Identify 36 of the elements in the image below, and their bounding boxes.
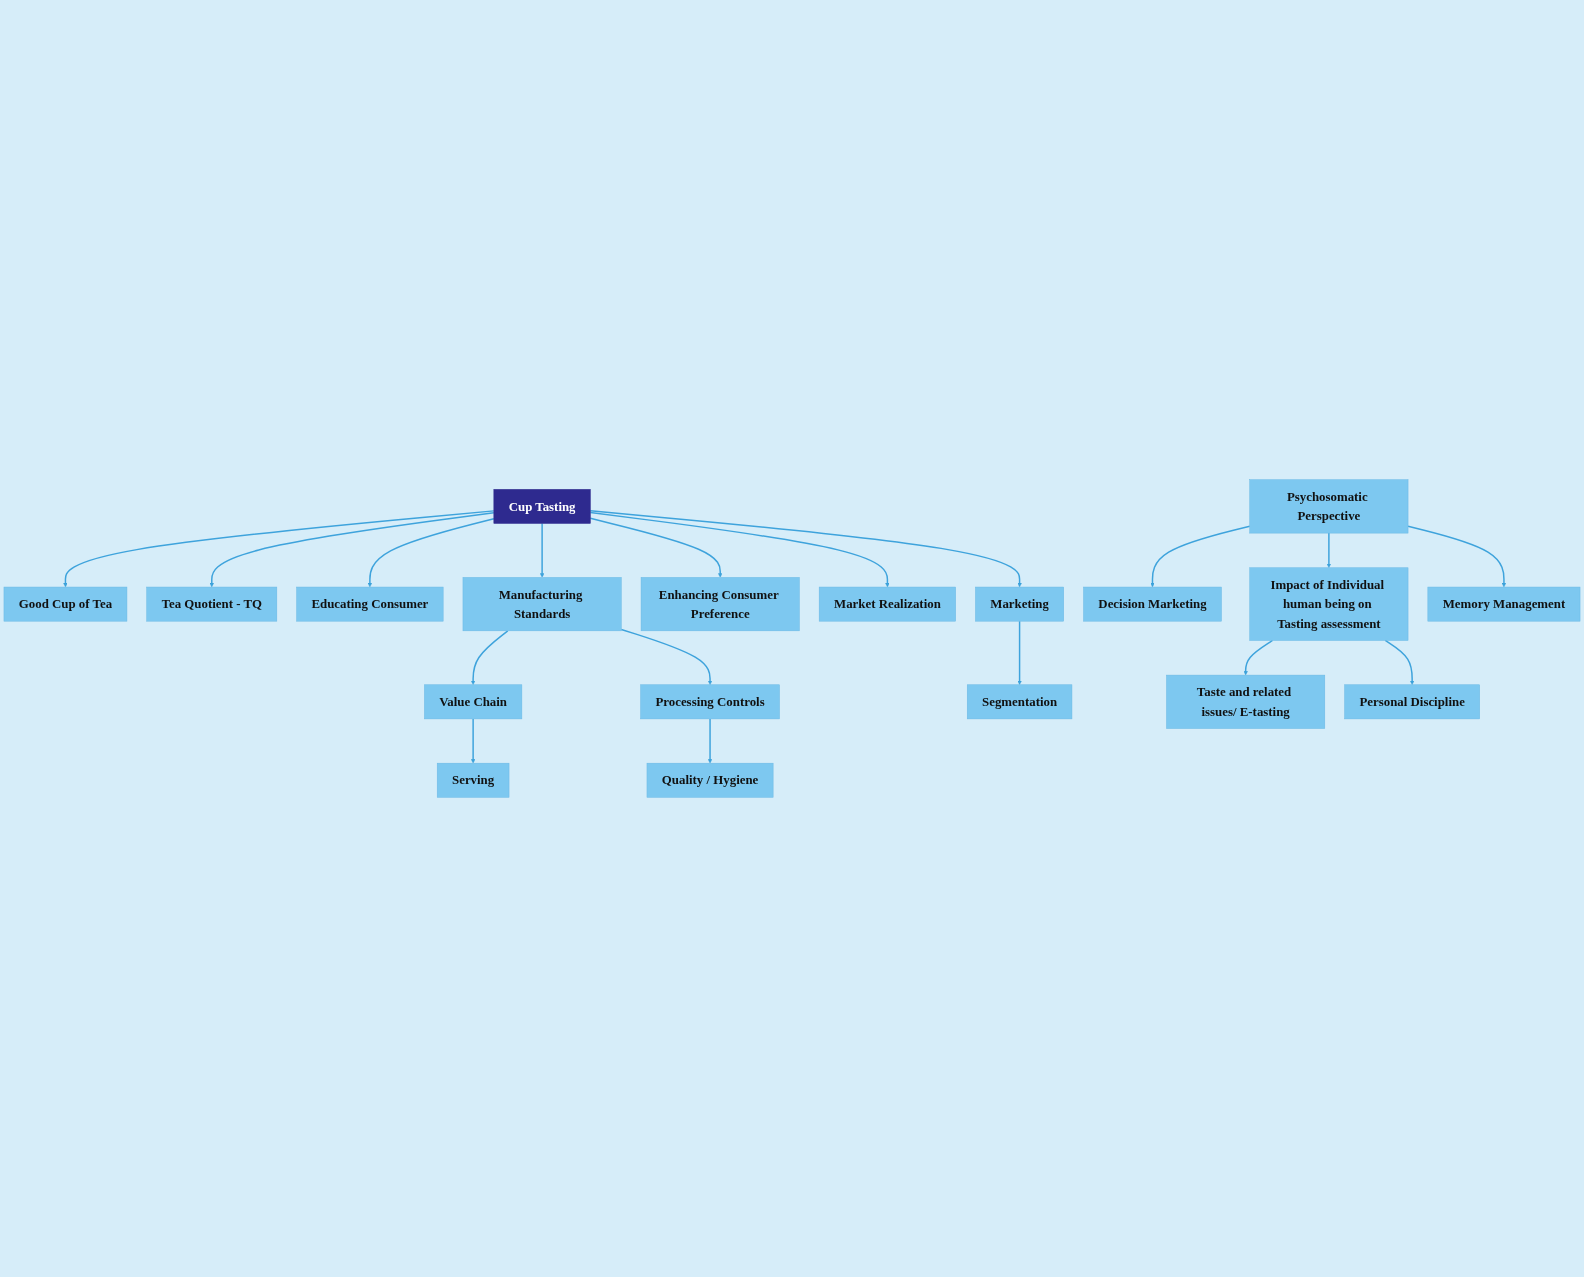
arrow bbox=[620, 628, 713, 685]
node-box bbox=[1083, 586, 1222, 622]
arrow bbox=[1407, 525, 1507, 588]
arrow bbox=[1384, 639, 1415, 685]
arrow bbox=[470, 718, 476, 764]
arrow bbox=[209, 512, 495, 588]
node-box bbox=[1166, 674, 1326, 729]
arrow bbox=[539, 522, 545, 578]
node-box bbox=[424, 684, 523, 720]
node-box bbox=[818, 586, 956, 622]
arrow bbox=[367, 518, 495, 588]
node-box bbox=[640, 684, 780, 720]
arrow bbox=[589, 511, 890, 588]
node-box bbox=[1344, 684, 1480, 720]
node-box bbox=[146, 586, 278, 622]
arrow bbox=[1017, 620, 1022, 685]
node-box bbox=[1249, 479, 1409, 534]
node-box bbox=[1427, 586, 1581, 622]
node-box bbox=[646, 762, 774, 798]
arrow bbox=[707, 718, 713, 764]
node-box bbox=[640, 577, 800, 632]
node-box bbox=[975, 586, 1064, 622]
node-box bbox=[493, 489, 591, 524]
arrow bbox=[589, 517, 723, 578]
arrow bbox=[589, 510, 1022, 588]
node-box bbox=[436, 762, 510, 798]
node-box bbox=[296, 586, 444, 622]
arrow bbox=[1243, 639, 1274, 676]
node-box bbox=[3, 586, 128, 622]
node-box bbox=[967, 684, 1073, 720]
arrow bbox=[1150, 525, 1251, 588]
arrow bbox=[1326, 532, 1332, 568]
node-box bbox=[1249, 567, 1409, 641]
arrow bbox=[63, 510, 495, 588]
arrow bbox=[470, 630, 509, 685]
node-box bbox=[462, 577, 622, 632]
